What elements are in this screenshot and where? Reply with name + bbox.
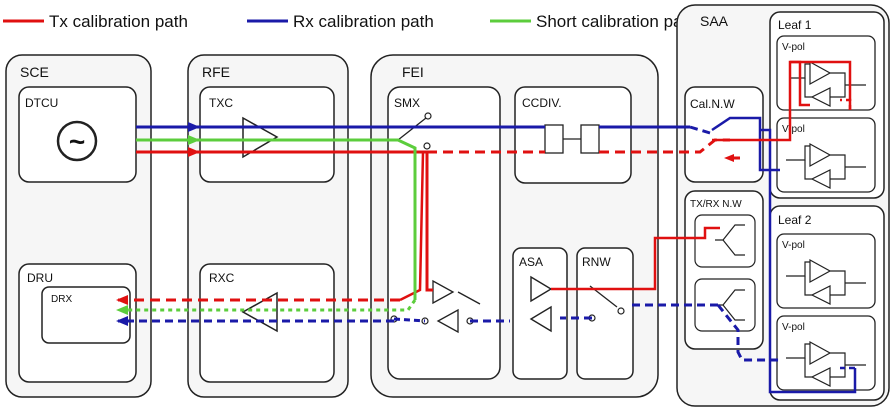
oscillator-symbol: ~ bbox=[69, 126, 85, 157]
oscillator-icon bbox=[56, 120, 98, 162]
asa-label: ASA bbox=[519, 255, 543, 269]
rnw-box bbox=[576, 247, 634, 380]
leaf2-vpol-top-label: V-pol bbox=[782, 240, 805, 251]
fei-panel: FEI SMX CCDIV. ASA RNW bbox=[370, 54, 659, 398]
drx-box bbox=[41, 286, 131, 344]
txrx-sub-top bbox=[694, 214, 756, 268]
smx-amp-tx-icon bbox=[432, 279, 455, 305]
saa-panel: SAA Cal.N.W TX/RX N.W Leaf 1 V-pol V-pol… bbox=[676, 4, 890, 407]
short-calibration-path bbox=[116, 135, 417, 315]
legend-short-label: Short calibration path bbox=[536, 12, 697, 31]
sce-label: SCE bbox=[20, 64, 49, 80]
rx-calibration-path bbox=[116, 116, 857, 394]
saa-label: SAA bbox=[700, 13, 729, 29]
rxc-label: RXC bbox=[209, 271, 235, 285]
rfe-label: RFE bbox=[202, 64, 230, 80]
dru-label: DRU bbox=[27, 271, 53, 285]
rfe-panel: RFE TXC RXC bbox=[187, 54, 349, 398]
tx-calibration-path bbox=[116, 60, 852, 305]
txrx-label: TX/RX N.W bbox=[690, 199, 742, 210]
caln-label: Cal.N.W bbox=[690, 97, 735, 111]
legend: Tx calibration path Rx calibration path … bbox=[3, 12, 697, 31]
fei-label: FEI bbox=[402, 64, 424, 80]
leaf2-vpol-bottom-label: V-pol bbox=[782, 322, 805, 333]
leaf1-label: Leaf 1 bbox=[778, 18, 812, 32]
sce-panel: SCE DTCU ~ DRU DRX bbox=[5, 54, 152, 398]
leaf1-vpol-bottom-label: V-pol bbox=[782, 124, 805, 135]
dtcu-label: DTCU bbox=[25, 96, 58, 110]
leaf1-vpol-top-label: V-pol bbox=[782, 42, 805, 53]
leaf2-label: Leaf 2 bbox=[778, 213, 812, 227]
ccdiv-box bbox=[514, 86, 632, 184]
asa-amp-tx-icon bbox=[530, 275, 553, 303]
smx-amp-rx-icon bbox=[436, 308, 459, 334]
ccdiv-coupler-left bbox=[544, 124, 564, 154]
smx-box bbox=[387, 86, 501, 380]
ccdiv-coupler-right bbox=[580, 124, 600, 154]
txc-label: TXC bbox=[209, 96, 233, 110]
txrx-sub-bottom bbox=[694, 278, 756, 332]
smx-label: SMX bbox=[394, 96, 420, 110]
rnw-label: RNW bbox=[582, 255, 611, 269]
legend-rx-label: Rx calibration path bbox=[293, 12, 434, 31]
asa-amp-rx-icon bbox=[529, 305, 552, 333]
legend-tx-label: Tx calibration path bbox=[49, 12, 188, 31]
drx-label: DRX bbox=[51, 294, 72, 305]
smx-switch-top-icon bbox=[397, 117, 427, 141]
caln-box bbox=[684, 86, 764, 183]
ccdiv-label: CCDIV. bbox=[522, 96, 562, 110]
